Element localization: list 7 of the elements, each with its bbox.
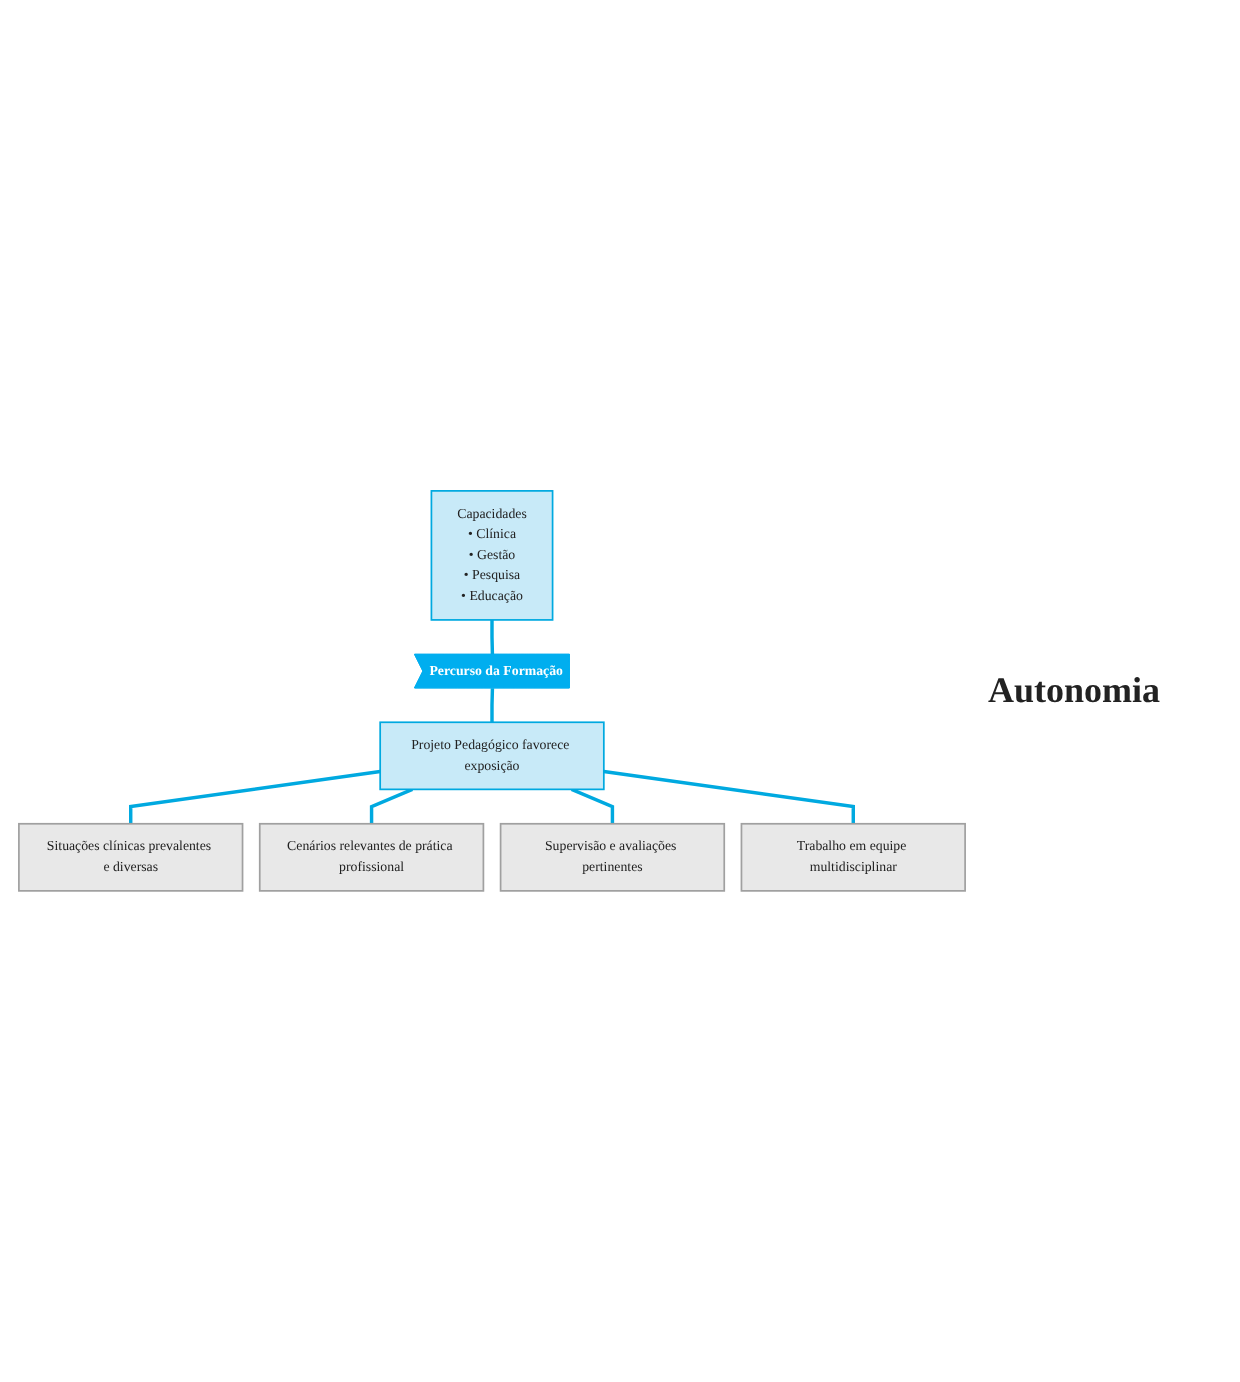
connector: [490, 620, 495, 655]
outcome-label: Autonomia: [988, 670, 1163, 712]
connector: [603, 769, 855, 824]
connector: [490, 688, 495, 723]
connector: [570, 787, 615, 824]
connector: [129, 769, 381, 824]
connector: [369, 787, 414, 824]
